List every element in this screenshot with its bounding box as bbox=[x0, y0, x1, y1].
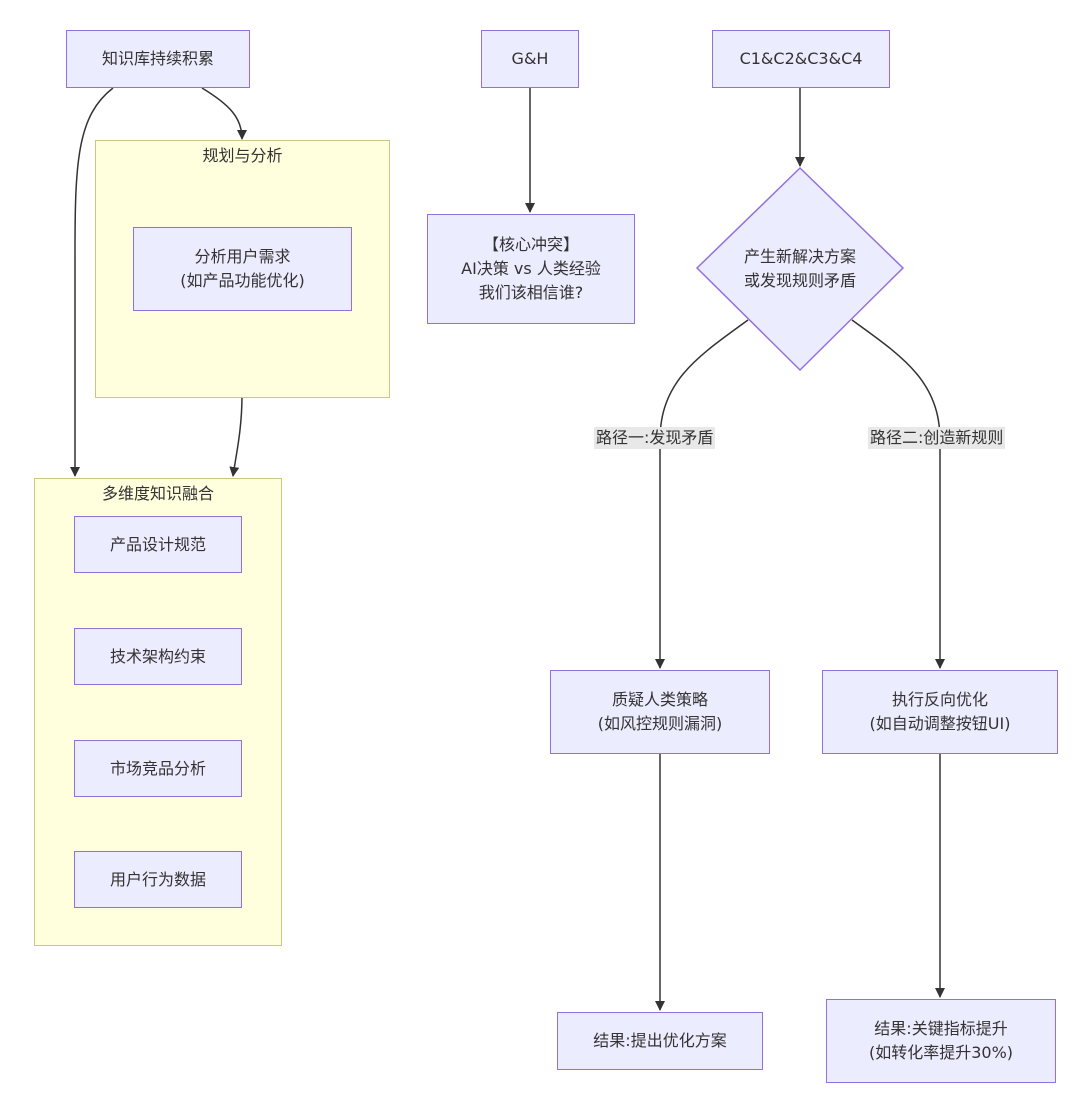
node-result-proposal[interactable]: 结果:提出优化方案 bbox=[557, 1012, 763, 1070]
decision-text: 产生新解决方案 或发现规则矛盾 bbox=[743, 247, 856, 290]
node-knowledge-base[interactable]: 知识库持续积累 bbox=[66, 30, 250, 88]
node-question-strategy[interactable]: 质疑人类策略 (如风控规则漏洞) bbox=[550, 670, 770, 754]
edge-label-path2: 路径二:创造新规则 bbox=[868, 427, 1006, 449]
fusion-item[interactable]: 用户行为数据 bbox=[74, 851, 242, 908]
fusion-item[interactable]: 市场竞品分析 bbox=[74, 740, 242, 797]
edge-decision-to-question bbox=[655, 319, 749, 669]
node-gh[interactable]: G&H bbox=[481, 30, 579, 88]
edge-label-path1: 路径一:发现矛盾 bbox=[594, 427, 716, 449]
node-result-metrics[interactable]: 结果:关键指标提升 (如转化率提升30%) bbox=[826, 999, 1056, 1083]
fusion-item[interactable]: 产品设计规范 bbox=[74, 516, 242, 573]
fusion-item[interactable]: 技术架构约束 bbox=[74, 628, 242, 685]
node-core-conflict[interactable]: 【核心冲突】 AI决策 vs 人类经验 我们该相信谁? bbox=[427, 214, 635, 324]
subgraph-fusion-title: 多维度知识融合 bbox=[101, 484, 214, 503]
edge-decision-to-optimize bbox=[851, 319, 945, 669]
node-reverse-optimize[interactable]: 执行反向优化 (如自动调整按钮UI) bbox=[822, 670, 1058, 754]
node-c1-c4[interactable]: C1&C2&C3&C4 bbox=[712, 30, 890, 88]
node-analyze-needs[interactable]: 分析用户需求 (如产品功能优化) bbox=[133, 227, 352, 311]
edge-kb-to-planning bbox=[201, 87, 247, 140]
decision-diamond bbox=[695, 166, 905, 372]
edge-kb-to-fusion bbox=[70, 87, 114, 477]
subgraph-planning-title: 规划与分析 bbox=[202, 146, 283, 165]
